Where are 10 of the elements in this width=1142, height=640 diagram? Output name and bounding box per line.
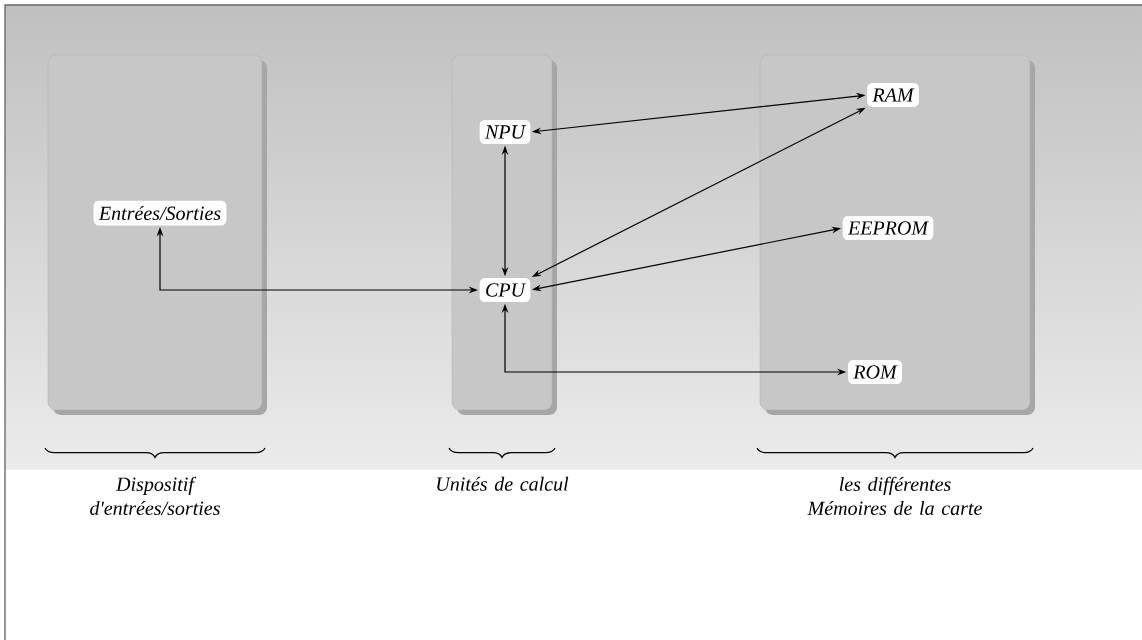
label-box: RAM	[867, 83, 919, 107]
panel	[759, 54, 1031, 411]
node-label: les différentes Mémoires de la carte	[807, 476, 982, 515]
label-box: Entrées/Sorties	[93, 200, 227, 226]
label-box: NPU	[479, 120, 531, 144]
panel	[47, 54, 263, 411]
panel	[451, 54, 553, 411]
label-box: ROM	[848, 359, 902, 385]
node-label: Unités de calcul	[437, 476, 569, 491]
node-label: Dispositif d'entrées/sorties	[90, 476, 220, 515]
